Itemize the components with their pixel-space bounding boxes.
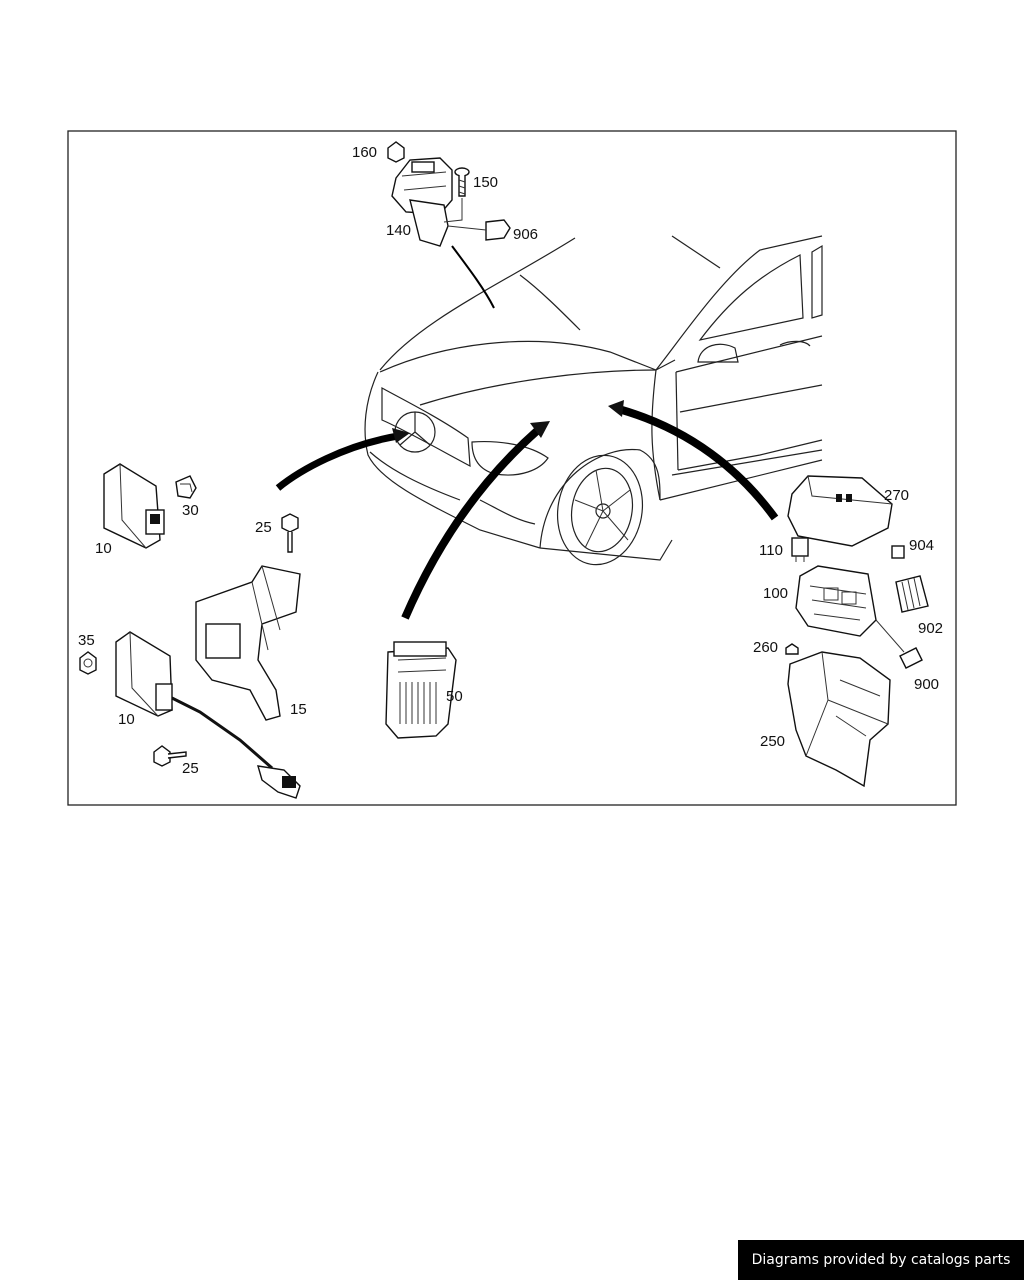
callout-25-lower: 25 <box>182 760 199 777</box>
fuse-box-housing <box>787 651 891 788</box>
connector-icon <box>899 647 923 669</box>
screw-icon <box>454 167 470 197</box>
wiring-harness <box>171 696 301 799</box>
callout-100: 100 <box>763 585 788 602</box>
fuse-strip <box>895 575 929 613</box>
callout-160: 160 <box>352 144 377 161</box>
relay-icon <box>791 537 809 562</box>
callout-900: 900 <box>914 676 939 693</box>
callout-30: 30 <box>182 502 199 519</box>
nut-icon <box>79 651 97 675</box>
location-arrows <box>275 245 779 620</box>
callout-15: 15 <box>290 701 307 718</box>
callout-906: 906 <box>513 226 538 243</box>
fuse-box <box>795 565 877 637</box>
callout-270: 270 <box>884 487 909 504</box>
callout-35: 35 <box>78 632 95 649</box>
callout-250: 250 <box>760 733 785 750</box>
footer-credit: Diagrams provided by catalogs parts <box>738 1240 1024 1280</box>
callout-10-lower: 10 <box>118 711 135 728</box>
radar-sensor-lower <box>115 631 173 717</box>
mounting-bracket <box>195 565 301 721</box>
callout-140: 140 <box>386 222 411 239</box>
callout-150: 150 <box>473 174 498 191</box>
connector-icon <box>485 219 511 241</box>
engine-control-unit <box>385 641 457 739</box>
callout-50: 50 <box>446 688 463 705</box>
nut-icon <box>387 141 405 163</box>
callout-902: 902 <box>918 620 943 637</box>
nut-icon <box>785 643 799 655</box>
callout-25-upper: 25 <box>255 519 272 536</box>
vehicle-outline <box>364 235 823 566</box>
callout-110: 110 <box>759 542 783 559</box>
bolt-icon <box>281 513 299 553</box>
callout-10-upper: 10 <box>95 540 112 557</box>
fuse-icon <box>891 545 905 559</box>
clip-icon <box>175 475 197 499</box>
callout-904: 904 <box>909 537 934 554</box>
callout-260: 260 <box>753 639 778 656</box>
hood-latch-module <box>391 157 453 247</box>
bolt-icon <box>153 745 187 767</box>
fuse-box-cover <box>787 475 893 547</box>
radar-sensor-upper <box>103 463 165 549</box>
